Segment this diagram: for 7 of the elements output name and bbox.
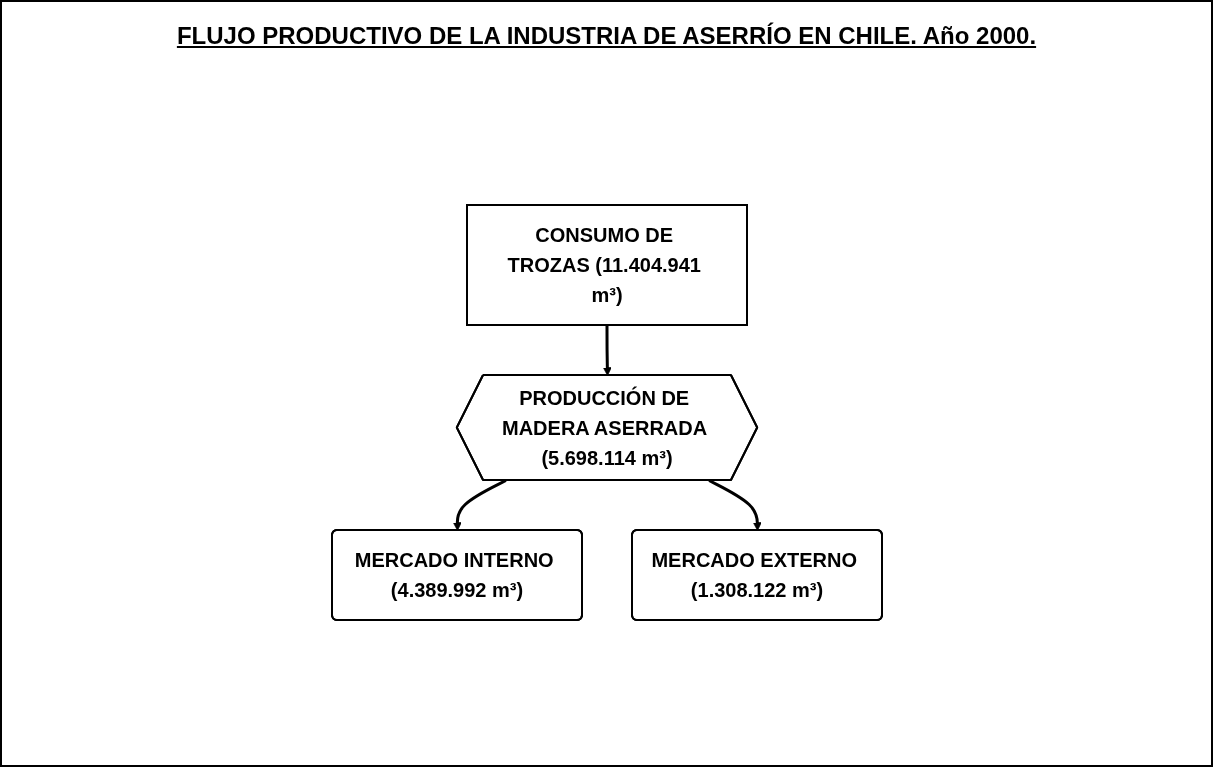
diagram-title: FLUJO PRODUCTIVO DE LA INDUSTRIA DE ASERRÍO EN CHILE. Año 2000. <box>176 22 1037 50</box>
node-text: MERCADO EXTERNO (1.308.122 m³) <box>650 549 857 601</box>
node-text: MERCADO INTERNO (4.389.992 m³) <box>354 549 554 601</box>
arrow <box>602 325 612 376</box>
arrow <box>707 479 762 531</box>
node-box: CONSUMO DE TROZAS (11.404.941 m³) <box>465 204 748 326</box>
arrow <box>452 479 507 531</box>
